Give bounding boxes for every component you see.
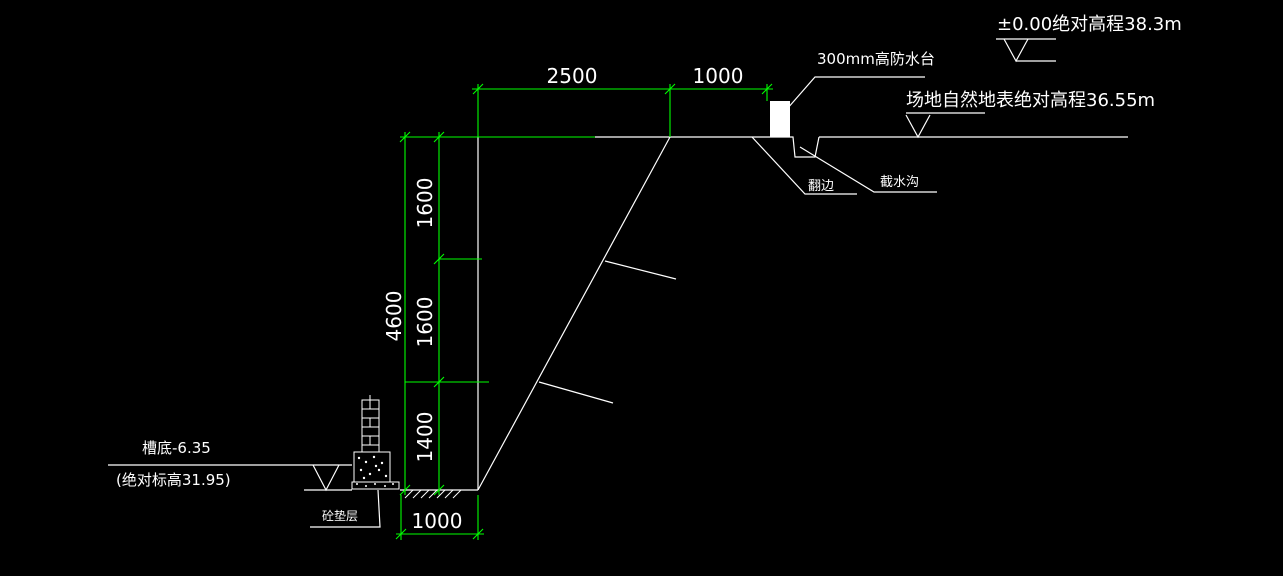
flood-wall-block bbox=[770, 101, 790, 137]
elev-pit-triangle bbox=[312, 464, 340, 492]
label-cushion: 砼垫层 bbox=[322, 508, 358, 523]
label-pit-bottom-abs: (绝对标高31.95) bbox=[116, 471, 231, 489]
dimension-lines bbox=[395, 83, 773, 540]
anchor-lower bbox=[538, 381, 614, 404]
brick-foundation bbox=[351, 395, 400, 490]
concrete-speckle bbox=[356, 455, 394, 487]
leader-cushion bbox=[310, 489, 381, 528]
elev-zero-triangle bbox=[1003, 38, 1029, 63]
label-elevation-zero: ±0.00绝对高程38.3m bbox=[997, 14, 1182, 35]
leader-edge bbox=[751, 136, 857, 195]
leader-flood-wall bbox=[779, 76, 925, 118]
dim-seg-mid: 1600 bbox=[413, 297, 437, 348]
dim-top-right: 1000 bbox=[693, 64, 744, 88]
section-geometry bbox=[108, 38, 1128, 528]
dim-base-width: 1000 bbox=[412, 509, 463, 533]
label-edge: 翻边 bbox=[808, 179, 834, 194]
dim-seg-top: 1600 bbox=[413, 178, 437, 229]
label-drain: 截水沟 bbox=[880, 175, 919, 190]
label-flood-wall: 300mm高防水台 bbox=[817, 50, 935, 68]
anchor-upper bbox=[604, 260, 677, 280]
dim-top-left: 2500 bbox=[547, 64, 598, 88]
leader-drain bbox=[799, 146, 937, 193]
ground-hatch bbox=[404, 489, 462, 499]
slope-line bbox=[477, 136, 671, 491]
dim-seg-bottom: 1400 bbox=[413, 412, 437, 463]
elev-site-triangle bbox=[905, 114, 931, 139]
label-pit-bottom: 槽底-6.35 bbox=[142, 439, 211, 457]
label-site-surface: 场地自然地表绝对高程36.55m bbox=[906, 90, 1155, 111]
dim-total-height: 4600 bbox=[382, 291, 406, 342]
